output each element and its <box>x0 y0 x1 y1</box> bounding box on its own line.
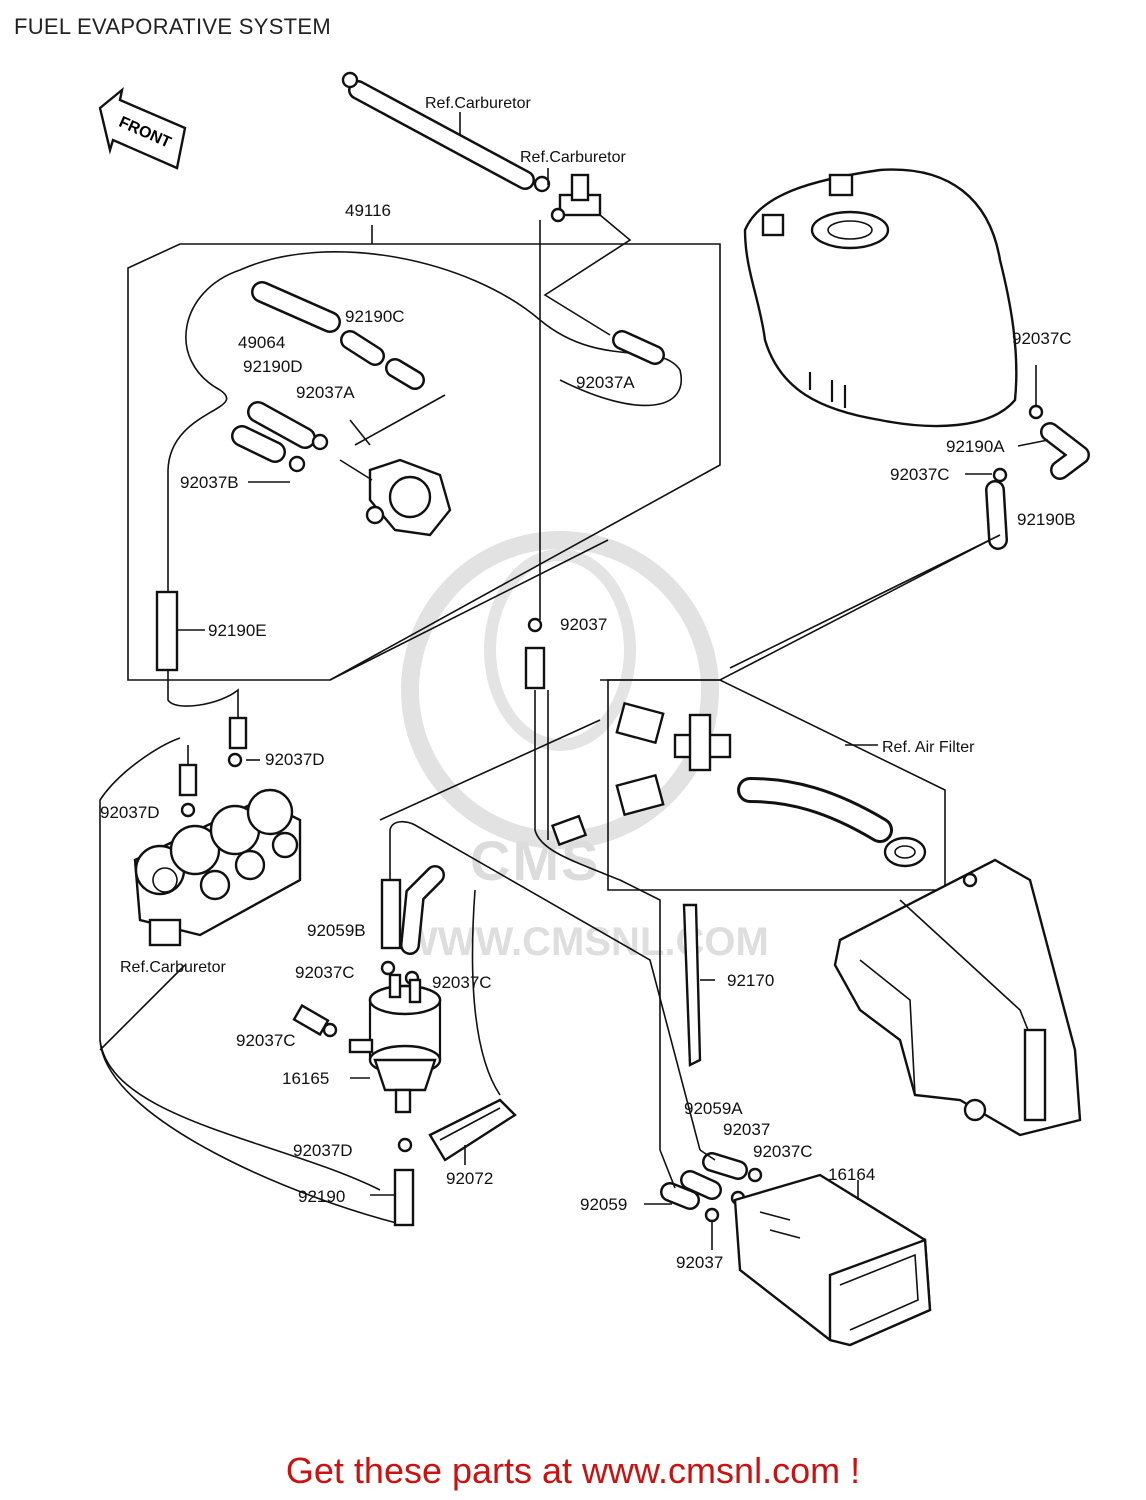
canister-16164 <box>733 1173 932 1347</box>
label-ref-air-filter: Ref. Air Filter <box>882 739 975 756</box>
watermark-face <box>484 549 636 751</box>
pipe-49064 <box>251 281 341 333</box>
label-92170: 92170 <box>727 971 774 990</box>
label-92037d-bottom: 92037D <box>293 1141 353 1160</box>
t-joint-top <box>550 173 602 223</box>
label-16164: 16164 <box>828 1165 875 1184</box>
air-box <box>833 858 1082 1137</box>
watermark-url: WWW.CMSNL.COM <box>400 920 769 964</box>
clamp-icon <box>533 175 551 193</box>
label-92037b: 92037B <box>180 473 239 492</box>
label-92190b: 92190B <box>1017 510 1076 529</box>
page-title: FUEL EVAPORATIVE SYSTEM <box>14 14 332 39</box>
fuel-cap-icon <box>810 210 890 250</box>
label-92190d: 92190D <box>243 357 303 376</box>
label-92037d-left: 92037D <box>100 803 160 822</box>
label-ref-carburetor-top-1: Ref.Carburetor <box>425 95 531 112</box>
clamp-icon <box>341 71 359 89</box>
label-92037c-b: 92037C <box>432 973 492 992</box>
label-ref-carburetor-top-2: Ref.Carburetor <box>520 149 626 166</box>
label-92037-r2: 92037 <box>676 1253 723 1272</box>
footer-banner[interactable]: Get these parts at www.cmsnl.com ! <box>285 1450 861 1491</box>
label-92072: 92072 <box>446 1169 493 1188</box>
vent-hose-loop <box>167 269 241 595</box>
label-92037-center: 92037 <box>560 615 607 634</box>
hose-92190e <box>155 590 205 672</box>
label-49116: 49116 <box>345 201 391 220</box>
hoses-92190d <box>231 401 329 473</box>
fuel-tank <box>743 168 1018 428</box>
label-92037c-mid: 92037C <box>890 465 950 484</box>
label-49064: 49064 <box>238 333 285 352</box>
label-92037c-r: 92037C <box>753 1142 813 1161</box>
hose-92059b <box>380 820 701 1151</box>
label-92037a-right: 92037A <box>576 373 635 392</box>
label-92037c-a: 92037C <box>295 963 355 982</box>
vacuum-valve <box>339 394 452 537</box>
label-92037a-left: 92037A <box>296 383 355 402</box>
air-filter-fittings <box>615 701 927 868</box>
tank-hoses <box>985 365 1090 550</box>
fuel-filter-16165 <box>348 973 442 1114</box>
label-92059a: 92059A <box>684 1099 743 1118</box>
label-92037c-c: 92037C <box>236 1031 296 1050</box>
center-hose-92037 <box>524 617 661 1150</box>
watermark-logo-text: CMS <box>470 829 600 892</box>
carburetor-assembly <box>133 788 302 947</box>
bracket-92072 <box>428 1098 517 1165</box>
label-92190a: 92190A <box>946 437 1005 456</box>
label-92190: 92190 <box>298 1187 345 1206</box>
top-vent-tube <box>341 71 551 193</box>
label-92059b: 92059B <box>307 921 366 940</box>
label-92037-r1: 92037 <box>723 1120 770 1139</box>
label-92037c-tank: 92037C <box>1012 329 1072 348</box>
front-arrow: FRONT <box>98 86 187 170</box>
parts-diagram: CMS WWW.CMSNL.COM FRONT <box>98 71 1090 1347</box>
strap-92170 <box>682 903 715 1067</box>
label-ref-carburetor-bottom: Ref.Carburetor <box>120 959 226 976</box>
label-92037d-top: 92037D <box>265 750 325 769</box>
air-filter-box <box>607 679 946 891</box>
watermark-ring <box>401 531 719 849</box>
label-92190c: 92190C <box>345 307 405 326</box>
hoses-92190c <box>340 330 665 390</box>
label-92190e: 92190E <box>208 621 267 640</box>
label-16165: 16165 <box>282 1069 329 1088</box>
label-92059: 92059 <box>580 1195 627 1214</box>
